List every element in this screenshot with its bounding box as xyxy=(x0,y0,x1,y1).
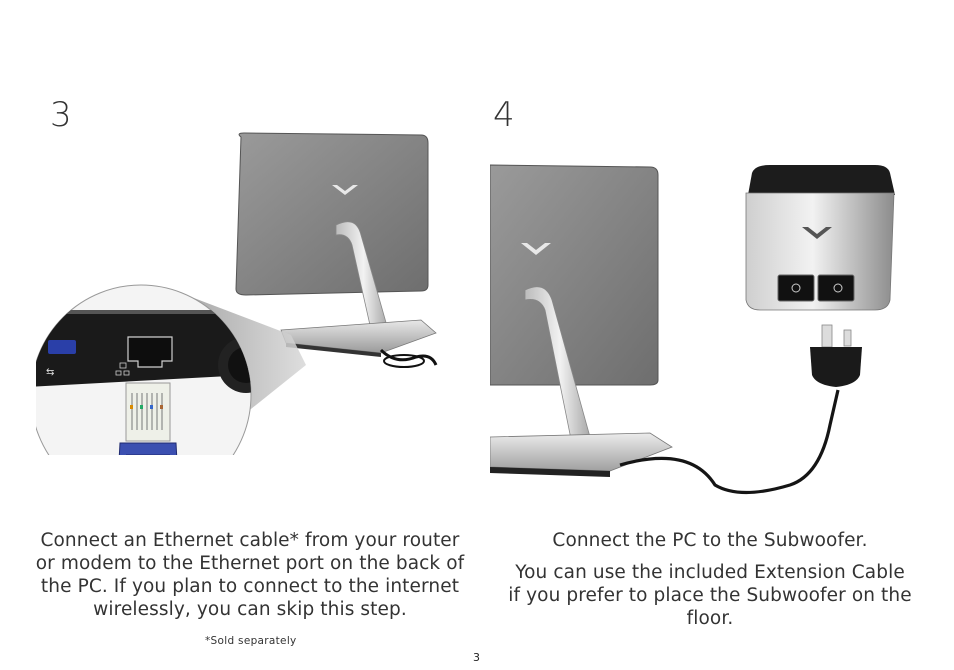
step-3-line-1: Connect an Ethernet cable* from your rou… xyxy=(40,530,460,551)
ethernet-plug-icon xyxy=(117,382,179,455)
monitor-icon xyxy=(490,164,673,477)
power-plug-icon xyxy=(810,324,862,387)
step-4-line-1: You can use the included Extension Cable xyxy=(515,562,905,583)
svg-text:⇆: ⇆ xyxy=(46,367,54,378)
step-4-line-2: if you prefer to place the Subwoofer on … xyxy=(508,585,912,606)
step-4-instructions: Connect the PC to the Subwoofer. You can… xyxy=(490,529,930,630)
ethernet-port-icon xyxy=(115,336,173,376)
step-3-line-2: or modem to the Ethernet port on the bac… xyxy=(35,553,465,574)
step-3-line-4: wirelessly, you can skip this step. xyxy=(93,599,407,620)
step-3-number: 3 xyxy=(50,95,72,135)
step-3-instructions: Connect an Ethernet cable* from your rou… xyxy=(30,529,470,621)
step-4-line-3: floor. xyxy=(686,608,734,629)
usb-icon xyxy=(48,340,76,354)
step-4-illustration xyxy=(490,164,895,495)
step-3-illustration: ⇆ xyxy=(36,132,438,455)
logo-v-icon xyxy=(332,185,358,195)
step-3-footnote: *Sold separately xyxy=(205,635,297,647)
logo-v-icon xyxy=(521,243,551,255)
logo-v-icon xyxy=(802,227,832,239)
subwoofer-icon xyxy=(745,165,895,311)
step-4-paragraph-1: Connect the PC to the Subwoofer. xyxy=(552,530,868,551)
step-4-number: 4 xyxy=(493,95,515,135)
step-3-line-3: the PC. If you plan to connect to the in… xyxy=(40,576,460,597)
monitor-icon xyxy=(235,132,438,368)
page-number: 3 xyxy=(473,651,480,664)
